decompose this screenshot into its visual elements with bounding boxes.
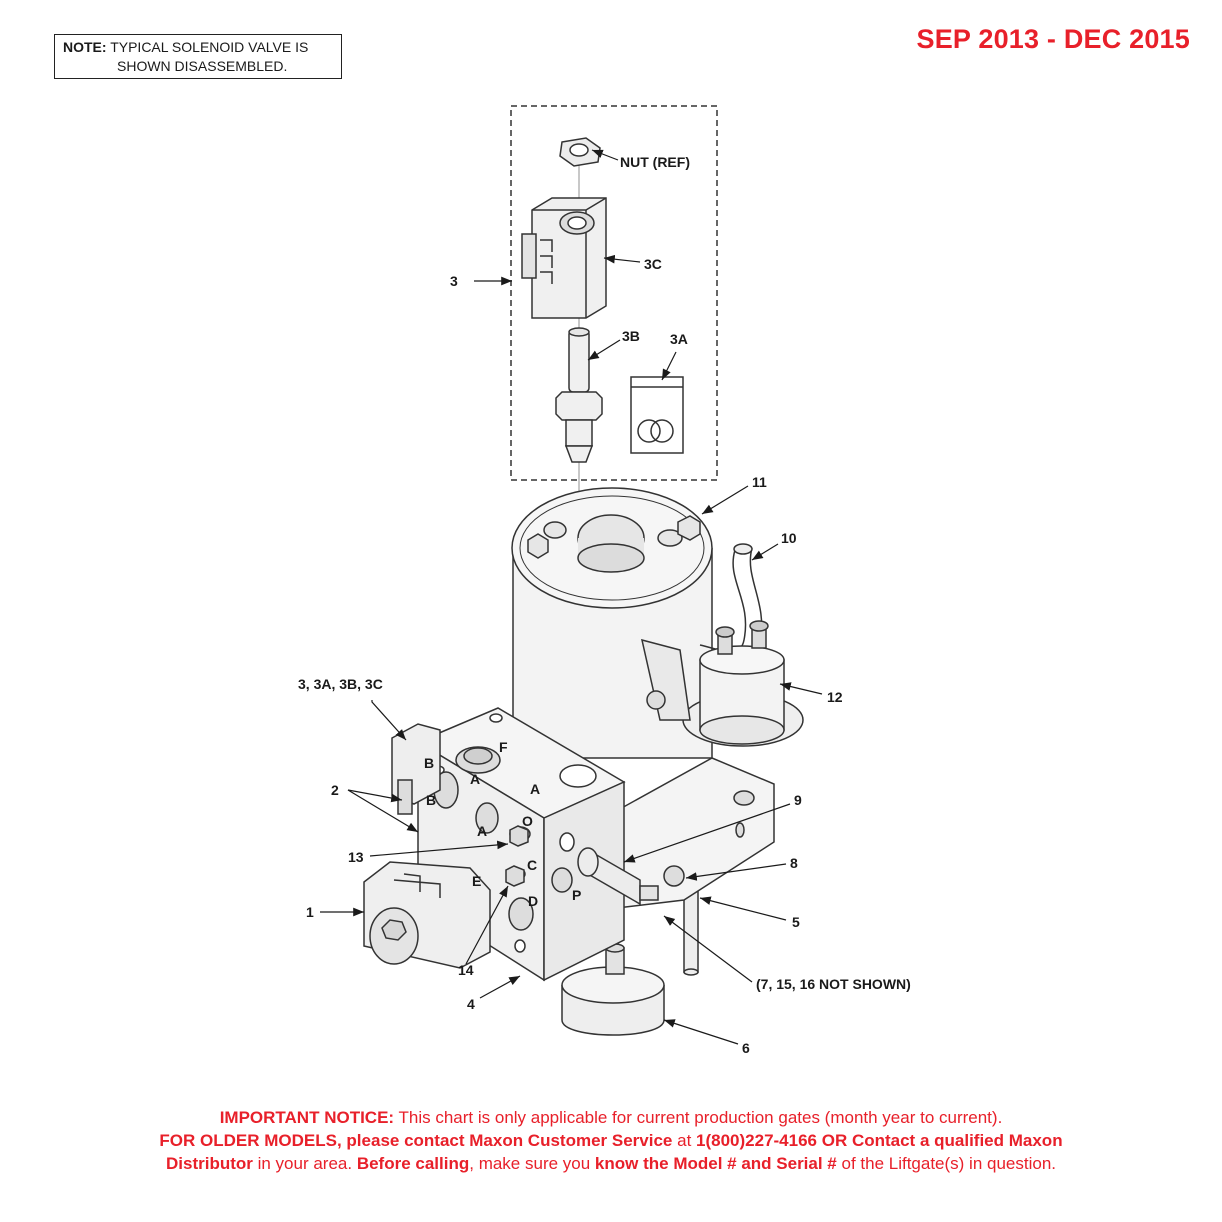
callout-13: 13: [348, 849, 364, 865]
port-letter-o: O: [522, 813, 533, 829]
notice-line3-text2: , make sure you: [469, 1154, 595, 1173]
port-letter-a1: A: [470, 771, 480, 787]
seal-kit-bag-part: [630, 376, 684, 454]
port-letter-e: E: [472, 873, 481, 889]
date-range-title: SEP 2013 - DEC 2015: [916, 24, 1190, 54]
port-letter-a2: A: [530, 781, 540, 797]
callout-1: 1: [306, 904, 314, 920]
notice-line-2: FOR OLDER MODELS, please contact Maxon C…: [0, 1129, 1222, 1152]
notice-line-1: IMPORTANT NOTICE: This chart is only app…: [0, 1106, 1222, 1129]
callout-4: 4: [467, 996, 475, 1012]
callout-10: 10: [781, 530, 797, 546]
fitting-part: [577, 847, 685, 906]
notice-heading: IMPORTANT NOTICE:: [219, 1108, 395, 1127]
port-fittings: [505, 825, 529, 887]
port-letter-c: C: [527, 857, 537, 873]
notice-line3-text3: of the Liftgate(s) in question.: [836, 1154, 1057, 1173]
port-letter-f: F: [499, 739, 508, 755]
note-line2: SHOWN DISASSEMBLED.: [117, 58, 288, 74]
callout-6: 6: [742, 1040, 750, 1056]
callout-5: 5: [792, 914, 800, 930]
notice-line2-text: at: [672, 1131, 697, 1150]
callout-3c: 3C: [644, 256, 662, 272]
notice-older-models: FOR OLDER MODELS, please contact Maxon C…: [159, 1131, 673, 1150]
notice-before-calling: Before calling: [356, 1154, 470, 1173]
callout-8: 8: [790, 855, 798, 871]
notice-phone: 1(800)227-4166 OR Contact a qualified Ma…: [696, 1131, 1063, 1150]
important-notice: IMPORTANT NOTICE: This chart is only app…: [0, 1106, 1222, 1175]
notice-line-3: Distributor in your area. Before calling…: [0, 1152, 1222, 1175]
note-line1: TYPICAL SOLENOID VALVE IS: [110, 39, 309, 55]
starter-solenoid-part: [640, 620, 804, 747]
callout-14: 14: [458, 962, 474, 978]
callout-3: 3: [450, 273, 458, 289]
lower-solenoid-coil-part: [363, 861, 491, 969]
port-letter-d: D: [528, 893, 538, 909]
notice-line1-text: This chart is only applicable for curren…: [394, 1108, 1003, 1127]
callout-9: 9: [794, 792, 802, 808]
note-label: NOTE:: [63, 39, 107, 55]
notice-line3-text1: in your area.: [252, 1154, 357, 1173]
callout-3-all: 3, 3A, 3B, 3C: [298, 676, 383, 692]
callout-nut-ref: NUT (REF): [620, 154, 690, 170]
valve-stem-part: [555, 327, 603, 463]
mounting-plate-part: [599, 757, 775, 911]
callout-3a: 3A: [670, 331, 688, 347]
solenoid-coil-part: [521, 197, 607, 319]
note-box: NOTE: TYPICAL SOLENOID VALVE IS SHOWN DI…: [54, 34, 342, 79]
callout-12: 12: [827, 689, 843, 705]
filter-part: [561, 943, 665, 1036]
port-letter-b2: B: [426, 792, 436, 808]
motor-reservoir-part: [511, 487, 713, 759]
callout-11: 11: [752, 474, 767, 490]
notice-model-serial: know the Model # and Serial #: [594, 1154, 837, 1173]
port-letter-a3: A: [477, 823, 487, 839]
notice-distributor: Distributor: [165, 1154, 253, 1173]
leader-lines: [320, 149, 823, 1045]
port-letter-b1: B: [424, 755, 434, 771]
callout-3b: 3B: [622, 328, 640, 344]
port-letter-p: P: [572, 887, 581, 903]
callout-not-shown: (7, 15, 16 NOT SHOWN): [756, 976, 911, 992]
nut-part: [559, 137, 601, 167]
exploded-view-box: [510, 105, 718, 481]
callout-2: 2: [331, 782, 339, 798]
